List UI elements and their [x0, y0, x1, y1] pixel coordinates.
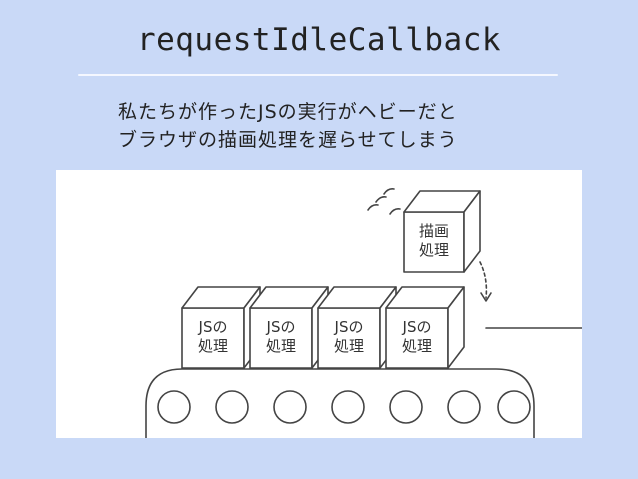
js-box-2-label: JSの 処理 — [255, 318, 307, 356]
js-box-label-line-1: JSの — [198, 318, 228, 336]
js-box-label-line-2: 処理 — [197, 337, 228, 355]
js-box-4 — [385, 286, 465, 369]
roller — [497, 390, 531, 424]
js-box-label-line-2: 処理 — [401, 337, 432, 355]
render-box-label-line-2: 処理 — [418, 241, 449, 259]
js-box-label-line-1: JSの — [266, 318, 296, 336]
arrow-head-icon — [480, 292, 492, 302]
roller — [273, 390, 307, 424]
roller — [331, 390, 365, 424]
js-box-1-label: JSの 処理 — [187, 318, 239, 356]
conveyor-illustration: 描画 処理 JSの 処理 JSの 処理 JSの 処理 JSの 処理 — [56, 170, 582, 438]
render-box-label-line-1: 描画 — [418, 222, 449, 240]
title-divider — [78, 74, 558, 76]
js-box-label-line-1: JSの — [402, 318, 432, 336]
roller — [447, 390, 481, 424]
conveyor-belt — [145, 368, 535, 438]
roller — [157, 390, 191, 424]
slide-title: requestIdleCallback — [136, 22, 502, 58]
roller — [215, 390, 249, 424]
body-line-2: ブラウザの描画処理を遅らせてしまう — [118, 129, 458, 151]
roller — [389, 390, 423, 424]
conveyor-drawing — [145, 188, 582, 438]
js-box-4-label: JSの 処理 — [391, 318, 443, 356]
js-box-2 — [249, 286, 329, 369]
render-box-label: 描画 処理 — [408, 222, 460, 260]
js-box-label-line-2: 処理 — [333, 337, 364, 355]
js-box-label-line-1: JSの — [334, 318, 364, 336]
body-line-1: 私たちが作ったJSの実行がヘビーだと — [118, 101, 458, 123]
slide-body: 私たちが作ったJSの実行がヘビーだと ブラウザの描画処理を遅らせてしまう — [118, 98, 458, 154]
shake-lines-icon — [367, 188, 401, 215]
dashed-arrow-icon — [479, 261, 488, 299]
js-box-label-line-2: 処理 — [265, 337, 296, 355]
render-box — [403, 190, 481, 273]
js-box-3-label: JSの 処理 — [323, 318, 375, 356]
